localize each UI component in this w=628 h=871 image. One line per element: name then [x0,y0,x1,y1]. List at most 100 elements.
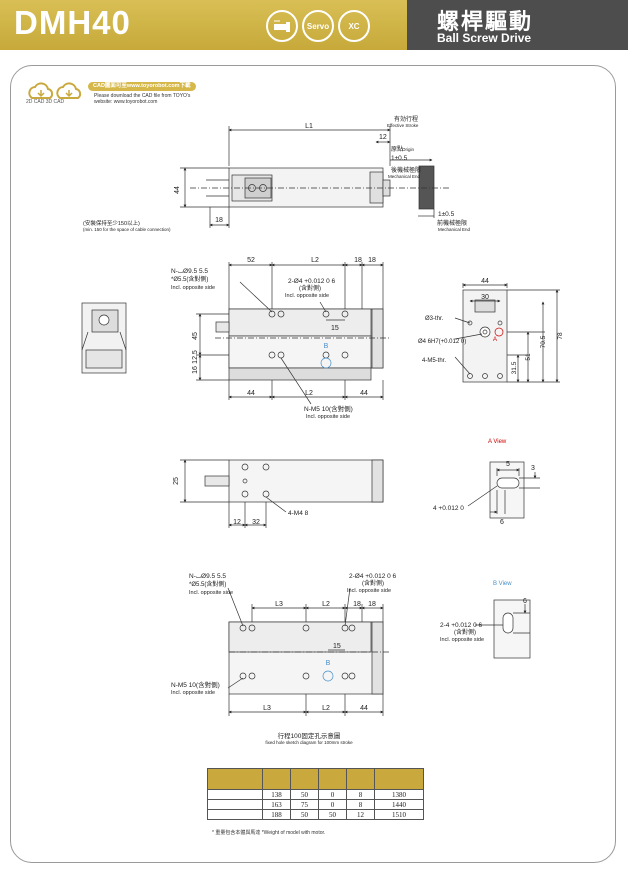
table-row: 188 50 50 12 1510 [207,809,424,820]
header-cell [290,768,319,790]
hole-spec-b: *Ø5.5(含對側) [171,275,208,283]
dim-44-end: 44 [481,278,489,285]
cad-caption: 2D CAD 3D CAD [26,99,65,105]
stepper-motor-icon [266,10,298,42]
cad-cloud-icon [28,82,82,99]
table-cell: 8 [346,799,375,810]
s100-tap-b: Incl. opposite side [171,690,215,696]
tap-m4: 4-M4 8 [288,510,309,517]
dim-52: 52 [247,257,255,264]
s100-pin-b: (含對側) [362,579,384,587]
table-cell: 8 [346,789,375,800]
table-row: 138 50 0 8 1380 [207,789,424,800]
dim-25: 25 [173,477,180,485]
end-view [454,283,560,383]
dim-12-5: 12.5 [192,350,199,364]
header-cell [262,768,291,790]
dim-44a-side: 44 [247,390,255,397]
tap-spec-a: N-M5 10(含對側) [304,404,353,413]
weight-note: * 重量包含本體與馬達 *Weight of model with motor. [212,830,326,836]
title-chinese: 螺桿驅動 [437,9,534,34]
spec-table: 138 50 0 8 1380 163 75 0 8 1440 188 50 5… [207,768,424,820]
header-cell [374,768,424,790]
cable-note-en: (min. 150 for the space of cable connect… [83,227,171,232]
cad-website-line: website: www.toyorobot.com [94,99,158,105]
dim-l2b-side: L2 [305,390,313,397]
origin-cn: 原點 [391,145,403,153]
dim-15-side: 15 [331,325,339,332]
header-dark-panel [407,0,628,50]
s100-tap-a: N-M5 10(含對側) [171,680,220,689]
b-view-dim-6: 6 [523,598,527,605]
dim-44b-side: 44 [360,390,368,397]
cad-note-line: Please download the CAD file from TOYO's [94,93,191,99]
rear-end-cn: 後機械極限 [391,166,421,174]
s100-dim-15: 15 [333,643,341,650]
a-view-dim-5: 5 [506,461,510,468]
bottom-view [180,459,384,528]
dim-32: 32 [252,519,260,526]
table-cell: 188 [262,809,291,820]
table-cell: 138 [262,789,291,800]
rear-end-en: Mechanical End [388,174,421,179]
dim-18-top: 18 [215,217,223,224]
table-cell [207,799,263,810]
table-cell: 75 [290,799,319,810]
stroke-label-cn: 有効行程 [394,115,418,123]
tap-spec-b: Incl. opposite side [306,414,350,420]
table-cell: 1380 [374,789,424,800]
dim-12-top: 12 [379,134,387,141]
drawing-frame [10,65,616,863]
dim-18b-side: 18 [368,257,376,264]
s100-pin-a: 2-Ø4 +0.012 0 6 [349,573,397,580]
s100-hole-c: Incl. opposite side [189,590,233,596]
s100-l3b: L3 [263,705,271,712]
servo-icon-label: Servo [306,21,330,31]
cad-download-banner[interactable]: CAD圖面可至www.toyorobot.com下載 [88,82,196,91]
table-cell [207,789,263,800]
stroke-label-en: Effective Stroke [387,123,419,128]
tol-top-2: 1±0.5 [438,211,455,218]
front-end-cn: 前機械極限 [437,219,467,227]
s100-dim-44: 44 [360,705,368,712]
stroke100-view [227,587,390,716]
s100-label-b: B [326,660,331,667]
table-cell: 50 [290,809,319,820]
dim-18a-side: 18 [354,257,362,264]
a-view-dim-6: 6 [500,519,504,526]
s100-pin-c: Incl. opposite side [347,588,391,594]
b-view-detail [475,599,531,659]
bore-spec: Ø4 6H7(+0.012 0) [418,339,466,345]
dim-l2-side: L2 [311,257,319,264]
xc-icon: XC [338,10,370,42]
xc-icon-label: XC [348,21,360,31]
s100-hole-a: N-⌴Ø9.5 5.5 [189,573,226,580]
dim-51: 51 [525,353,532,361]
table-cell: 1510 [374,809,424,820]
s100-caption-en: fixed hole sketch diagram for 100mm stro… [265,740,353,745]
dim-16: 16 [192,366,199,374]
header-cell [207,768,263,790]
a-view-dim-3: 3 [531,465,535,472]
a-view-title: A View [488,439,507,445]
table-cell: 163 [262,799,291,810]
s100-caption-cn: 行程100固定孔示意圖 [278,731,341,740]
s100-l2: L2 [322,601,330,608]
model-title: DMH40 [14,4,131,41]
table-cell: 0 [318,789,347,800]
thr-spec-1: Ø3-thr. [425,316,444,322]
origin-en: Origin [402,147,415,152]
table-cell [207,809,263,820]
title-english: Ball Screw Drive [437,31,532,45]
hole-spec-c: Incl. opposite side [171,285,215,291]
b-view-title: B View [493,581,512,587]
b-view-tol-b: (含對側) [454,628,476,636]
left-end-view [81,302,127,374]
hole-spec-a: N-⌴Ø9.5 5.5 [171,268,208,275]
a-view-detail [467,461,540,519]
servo-icon: Servo [302,10,334,42]
table-cell: 12 [346,809,375,820]
s100-hole-b: *Ø5.5(含對側) [189,580,226,588]
dim-l1: L1 [305,123,313,130]
